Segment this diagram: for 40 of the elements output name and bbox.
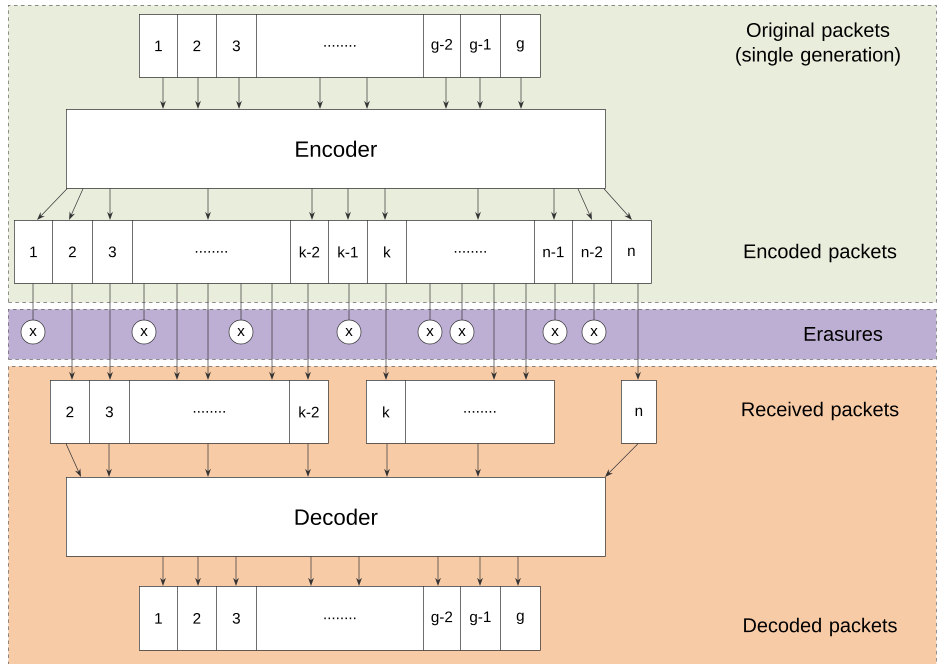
coder-box: Encoder — [66, 109, 606, 189]
arrow — [605, 443, 638, 477]
packet-cell: k-2 — [289, 380, 329, 444]
arrow — [604, 188, 632, 220]
band-label: Erasures — [804, 327, 882, 341]
packet-cell: 1 — [139, 586, 178, 651]
packet-cell: 1 — [139, 14, 178, 78]
line — [240, 283, 242, 320]
packet-cell: 2 — [50, 380, 90, 444]
band-label: Decoded packets — [744, 618, 897, 636]
packet-cell: 2 — [52, 220, 93, 284]
packet-cell: 2 — [177, 586, 217, 651]
line — [32, 283, 34, 320]
packet-cell: n-2 — [572, 220, 612, 284]
packet-cell: 3 — [216, 14, 257, 78]
packet-cell: g-2 — [423, 586, 461, 651]
packet-cell: 2 — [177, 14, 217, 78]
packet-cell: n — [611, 220, 652, 284]
packet-cell: g — [500, 586, 541, 651]
packet-cell: 3 — [92, 220, 133, 284]
packet-cell: g-1 — [460, 14, 501, 78]
line — [348, 283, 350, 320]
packet-cell: g-1 — [460, 586, 501, 651]
packet-cell: 3 — [216, 586, 257, 651]
band-label: Received packets — [742, 402, 898, 420]
packet-cell: 3 — [89, 380, 130, 444]
band-label: Encoded packets — [744, 244, 896, 262]
coder-box: Decoder — [66, 477, 606, 557]
packet-cell: k — [366, 380, 406, 444]
line — [554, 283, 556, 320]
packet-cell: n — [621, 380, 657, 444]
packet-cell: g-2 — [423, 14, 461, 78]
packet-cell: g — [500, 14, 541, 78]
packet-cell: k — [367, 220, 407, 284]
packet-cell: k-2 — [290, 220, 329, 284]
band-label: Original packets (single generation) — [736, 22, 900, 66]
packet-cell: 1 — [14, 220, 53, 284]
arrow — [37, 188, 68, 220]
packet-cell: k-1 — [328, 220, 368, 284]
packet-cell: n-1 — [534, 220, 573, 284]
